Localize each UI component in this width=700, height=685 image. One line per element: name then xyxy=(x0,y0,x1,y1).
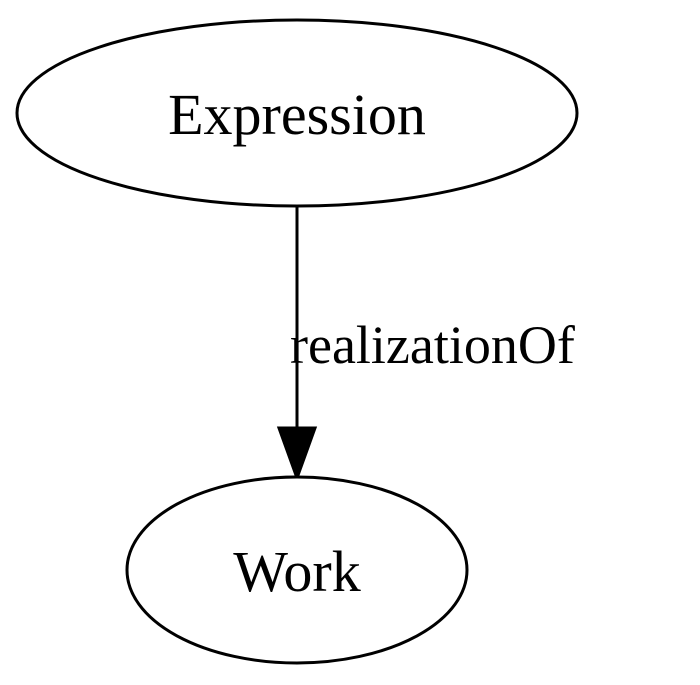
arrowhead-icon xyxy=(276,426,318,483)
node-work-shape xyxy=(125,475,469,665)
node-expression-label: Expression xyxy=(168,82,426,147)
node-expression[interactable]: Expression xyxy=(15,18,579,208)
edge-realization-of[interactable]: realizationOf xyxy=(276,206,575,483)
node-work-label: Work xyxy=(233,539,360,604)
node-work[interactable]: Work xyxy=(125,475,469,665)
edge-realization-of-label: realizationOf xyxy=(290,315,575,375)
